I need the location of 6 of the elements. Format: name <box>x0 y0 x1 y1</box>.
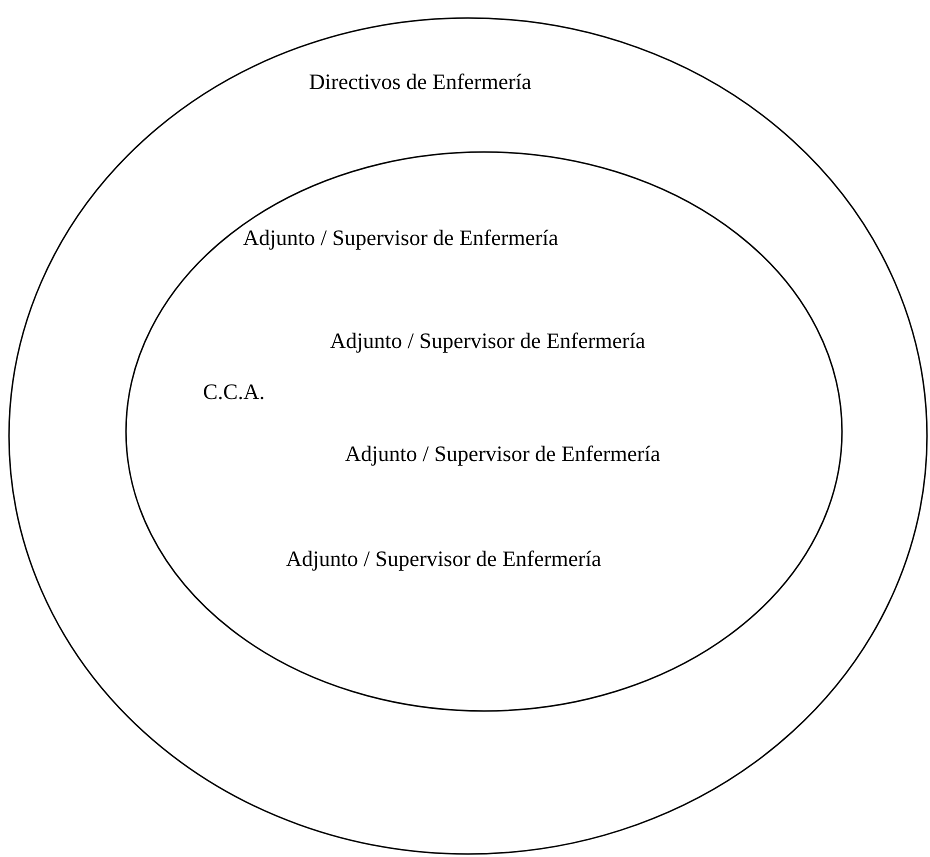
node-label: Adjunto / Supervisor de Enfermería <box>330 328 646 354</box>
node-label: Directivos de Enfermería <box>309 69 532 96</box>
node-label: Adjunto / Supervisor de Enfermería <box>243 225 558 252</box>
node-label: Adjunto / Supervisor de Enfermería <box>286 546 602 572</box>
node-label: C.C.A. <box>203 379 265 406</box>
node-label: Adjunto / Supervisor de Enfermería <box>345 441 660 468</box>
